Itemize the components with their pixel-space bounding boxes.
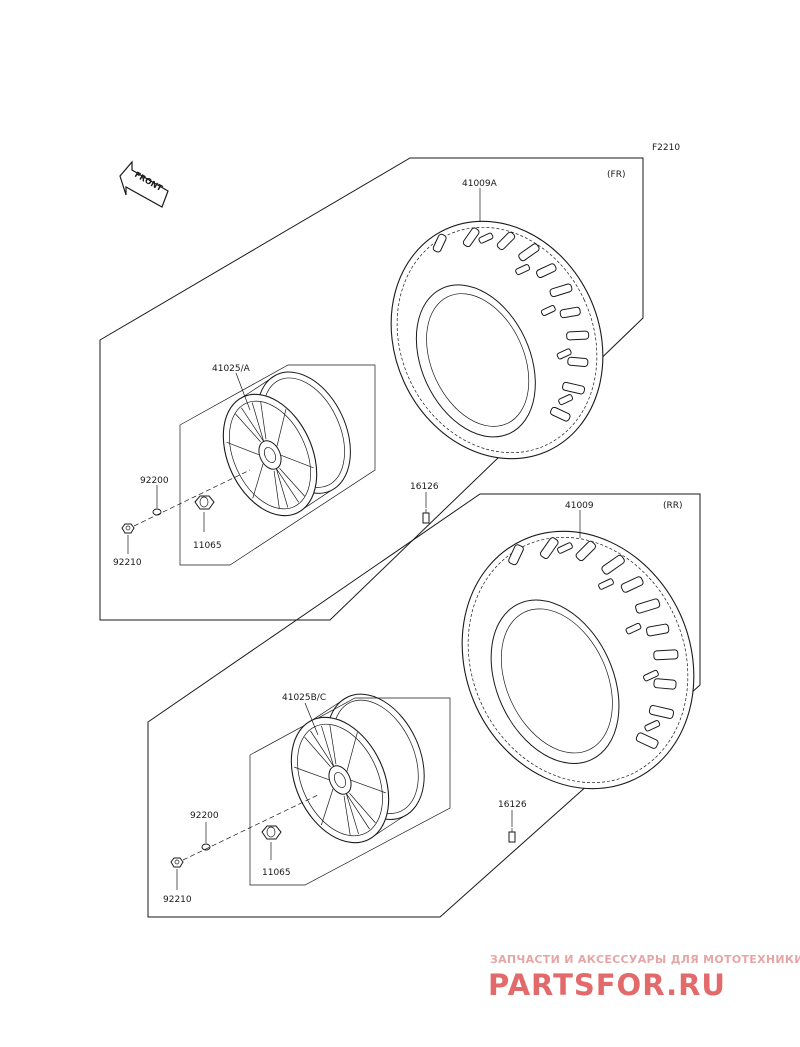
rear-position-label: (RR) [663,501,683,511]
front-wheel-spokes [226,401,314,509]
front-cap-nut-part-number: 11065 [193,541,222,551]
rear-wheel-subframe [249,697,451,886]
front-valve-part-number: 16126 [410,482,439,492]
front-valve[interactable] [422,509,430,524]
front-wheel-leader [235,372,251,411]
rear-tire-tread [508,537,679,749]
rear-cap-nut[interactable] [261,825,282,840]
watermark-logo: PARTSFOR.RU [488,968,726,1002]
rear-wheel-part-number: 41025B/C [282,693,326,703]
front-wheel-subframe [179,364,376,566]
rear-nut[interactable] [170,857,184,868]
rear-tire[interactable] [421,493,736,827]
front-axis-line [133,469,251,527]
front-washer[interactable] [152,508,162,516]
rear-wheel-spokes [294,725,386,835]
rear-wheel-leader [304,702,319,736]
front-position-label: (FR) [607,170,625,180]
front-tire-tread [432,227,590,422]
watermark: ЗАПЧАСТИ И АКСЕССУАРЫ ДЛЯ МОТОТЕХНИКИ PA… [488,953,800,1002]
front-group-frame [99,157,644,621]
front-nut-part-number: 92210 [113,558,142,568]
front-tire[interactable] [353,186,641,493]
front-direction-arrow: FRONT [119,160,169,208]
rear-nut-part-number: 92210 [163,895,192,905]
rear-group-frame [147,493,701,918]
watermark-tagline: ЗАПЧАСТИ И АКСЕССУАРЫ ДЛЯ МОТОТЕХНИКИ [490,953,800,966]
rear-washer[interactable] [201,843,211,851]
front-cap-nut[interactable] [194,495,215,510]
front-wheel[interactable] [202,357,371,531]
rear-tire-part-number: 41009 [565,501,594,511]
rear-wheel[interactable] [270,678,446,858]
rear-washer-part-number: 92200 [190,811,219,821]
rear-axis-line [182,793,321,861]
rear-cap-nut-part-number: 11065 [262,868,291,878]
rear-valve-part-number: 16126 [498,800,527,810]
diagram-code: F2210 [652,143,680,153]
front-washer-part-number: 92200 [140,476,169,486]
rear-group: (RR) [147,493,736,918]
front-wheel-part-number: 41025/A [212,364,251,374]
front-nut[interactable] [121,523,135,534]
rear-valve[interactable] [508,828,516,843]
front-tire-part-number: 41009A [462,179,498,189]
front-group: (FR) [99,157,644,621]
